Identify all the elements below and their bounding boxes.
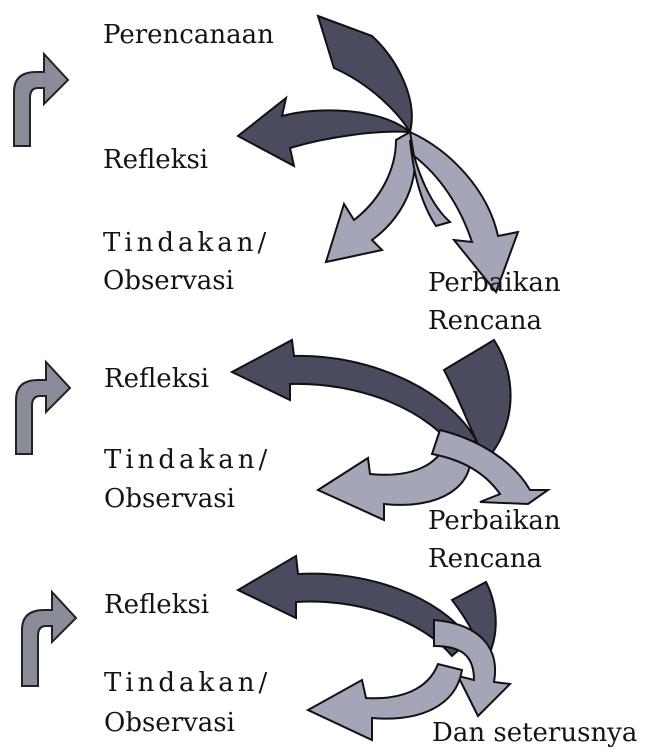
bent-arrow-icon (22, 592, 76, 686)
label-observasi: Observasi (104, 708, 235, 738)
label-perbaikan: Perbaikan (428, 506, 561, 536)
side-arrow-cycle-2 (16, 362, 70, 454)
label-observasi: Observasi (104, 484, 235, 514)
label-refleksi: Refleksi (103, 145, 208, 175)
side-arrow-cycle-3 (22, 592, 76, 686)
label-observasi: Observasi (103, 266, 234, 296)
side-arrow-cycle-1 (14, 54, 68, 146)
label-rencana: Rencana (428, 544, 542, 574)
label-perbaikan: Perbaikan (428, 268, 561, 298)
label-tindakan: Tindakan/ (104, 445, 271, 475)
bent-arrow-icon (14, 54, 68, 146)
label-rencana: Rencana (428, 306, 542, 336)
refleksi-arrow (238, 98, 410, 166)
tindakan-arrow (326, 132, 415, 262)
cycle-3-arrows (238, 556, 510, 740)
cycle-2-arrows (232, 340, 548, 520)
label-perencanaan: Perencanaan (103, 20, 274, 50)
cycle-1-arrows (238, 16, 518, 292)
label-tindakan: Tindakan/ (103, 228, 270, 258)
label-dan-seterusnya: Dan seterusnya (432, 718, 637, 748)
bent-arrow-icon (16, 362, 70, 454)
label-tindakan: Tindakan/ (104, 668, 271, 698)
label-refleksi: Refleksi (104, 590, 209, 620)
label-refleksi: Refleksi (104, 364, 209, 394)
